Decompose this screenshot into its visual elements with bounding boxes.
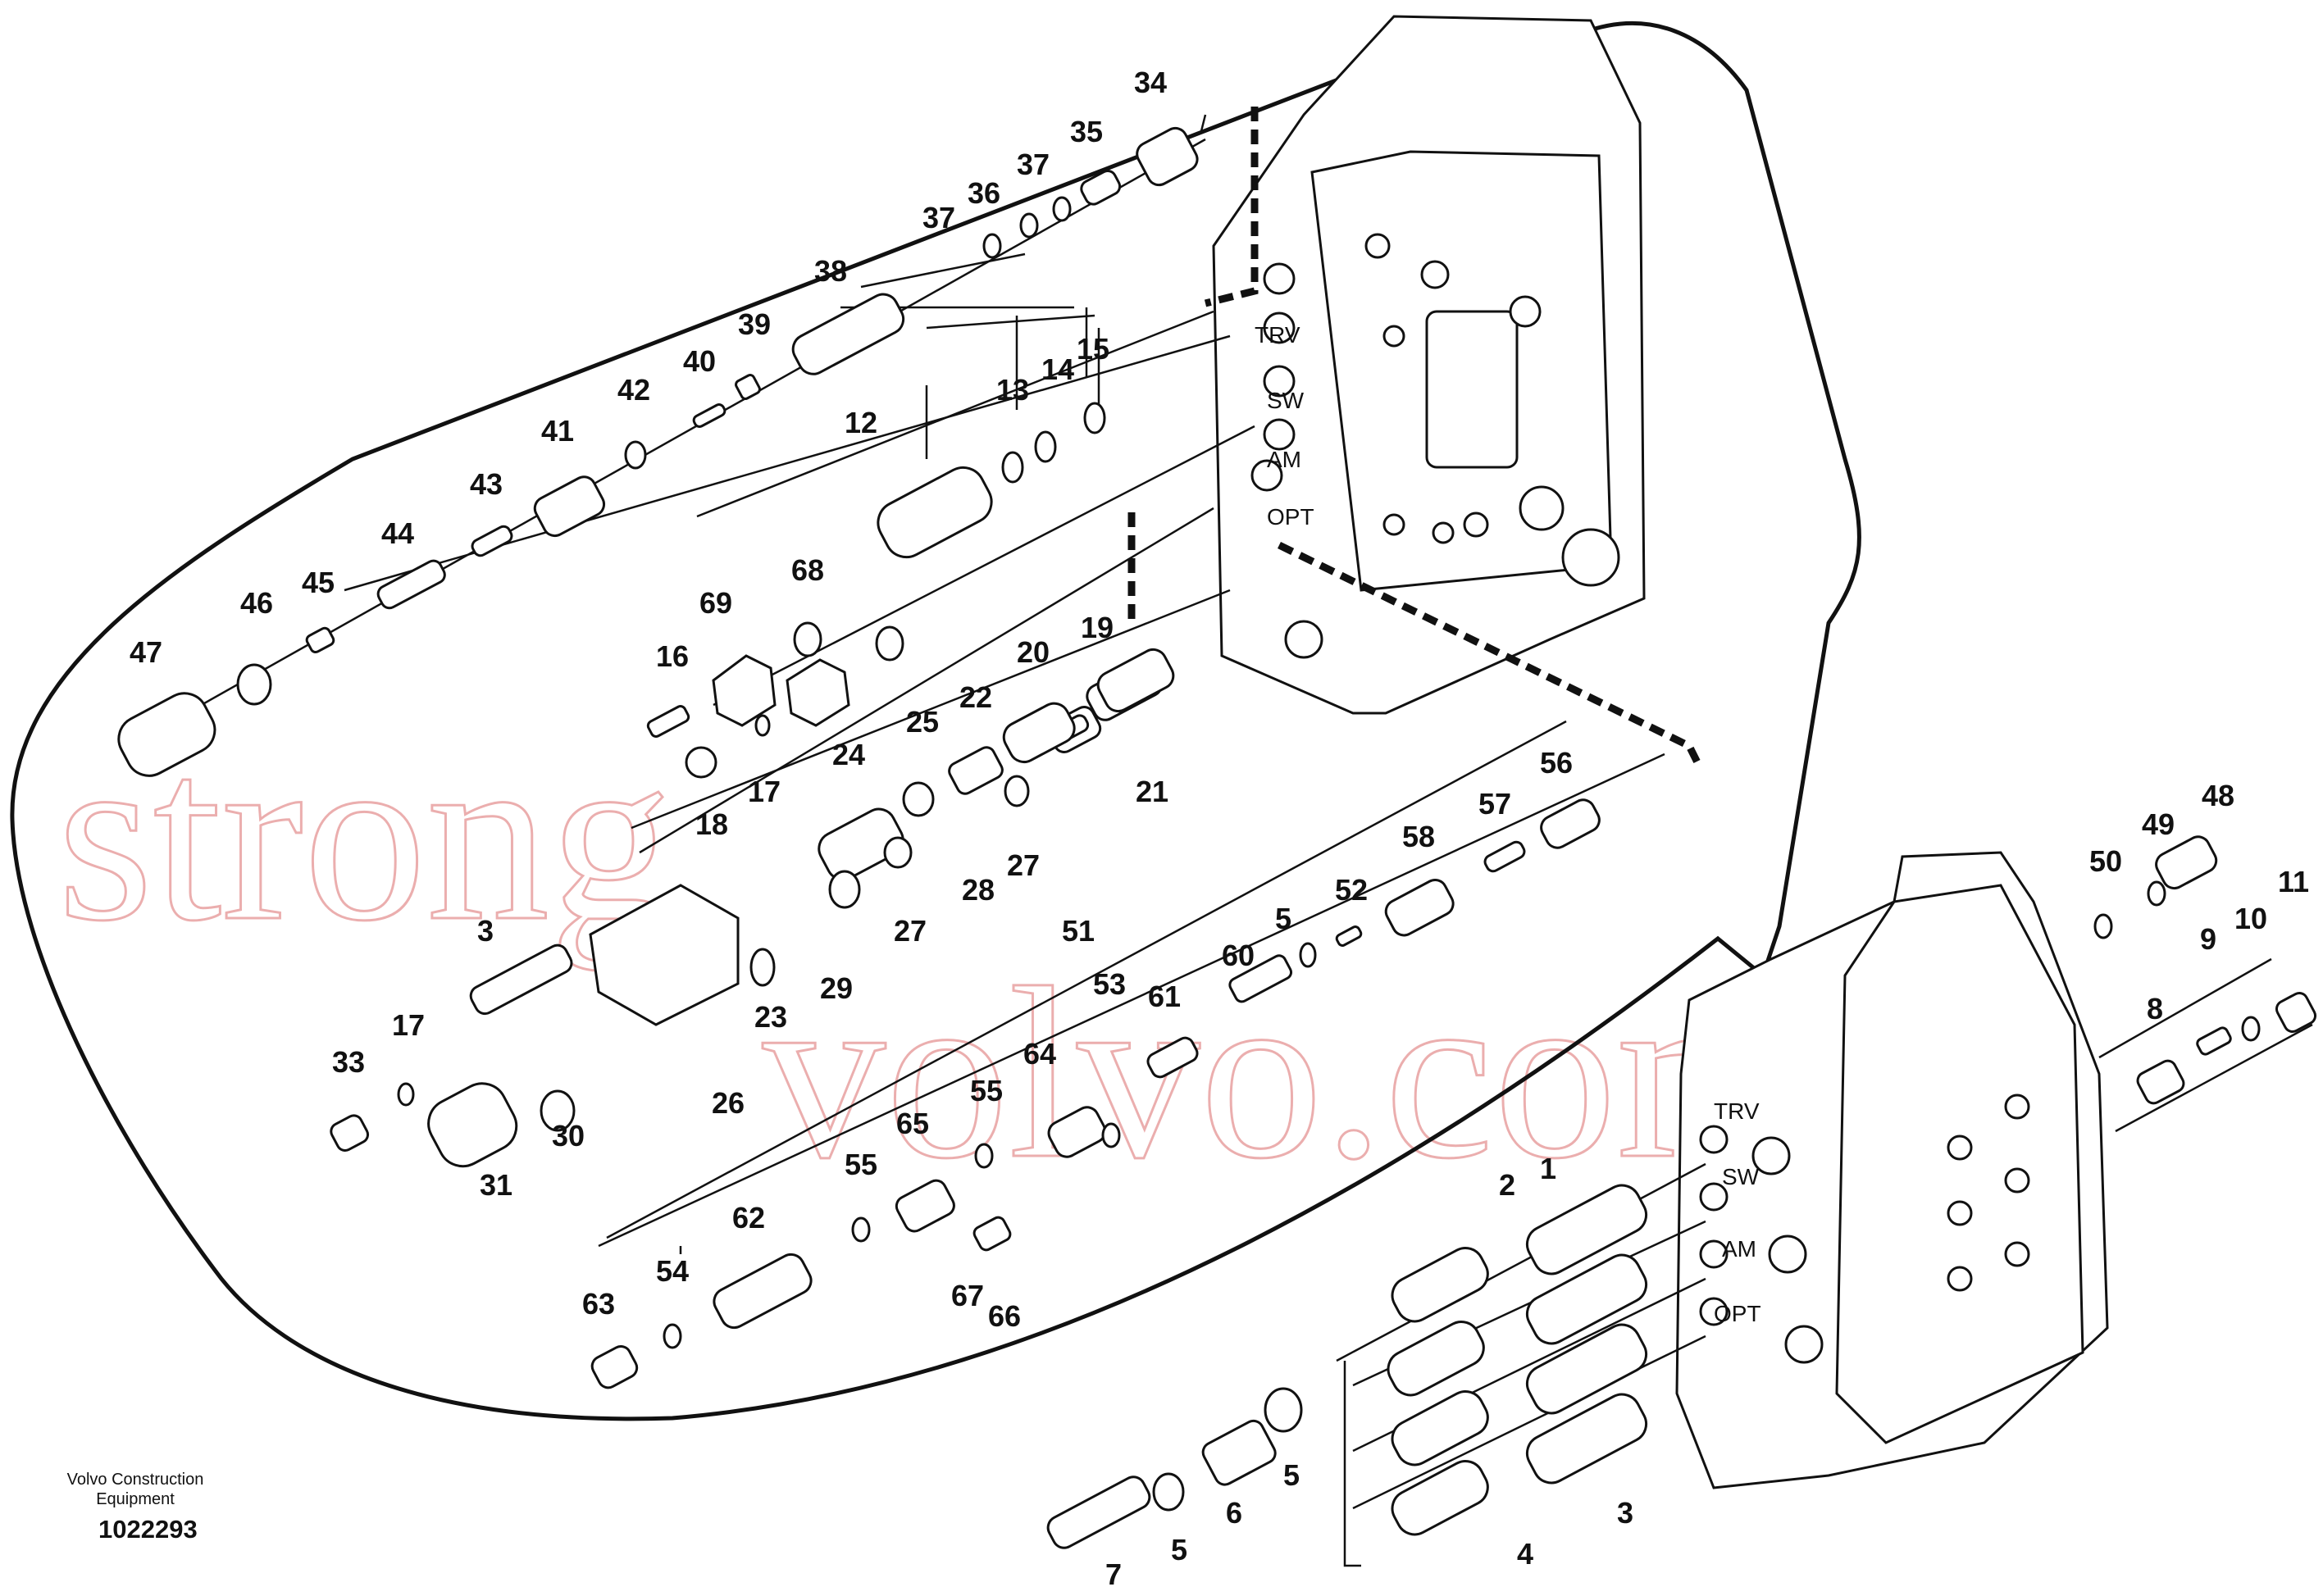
callout-21: 21 xyxy=(1136,775,1168,808)
callout-36: 36 xyxy=(968,176,1000,210)
lower-port-label-opt: OPT xyxy=(1714,1301,1761,1326)
callout-28: 28 xyxy=(962,873,995,907)
callout-37-a: 37 xyxy=(1017,148,1050,181)
callout-65: 65 xyxy=(896,1107,929,1140)
callout-67: 67 xyxy=(951,1279,984,1312)
parts xyxy=(117,126,2317,1549)
callout-5-b: 5 xyxy=(1171,1533,1187,1566)
callout-63: 63 xyxy=(582,1287,615,1321)
callout-61: 61 xyxy=(1148,980,1181,1013)
watermark-line-2: volvo.com xyxy=(763,937,1808,1209)
callout-5-a: 5 xyxy=(1283,1458,1300,1492)
callout-44: 44 xyxy=(381,516,414,550)
callout-10: 10 xyxy=(2234,902,2267,935)
callout-30: 30 xyxy=(552,1119,585,1153)
callout-31: 31 xyxy=(480,1168,512,1202)
callout-6: 6 xyxy=(1226,1496,1242,1530)
callout-8: 8 xyxy=(2147,992,2163,1025)
dashed-connections xyxy=(1127,107,1701,765)
upper-valve-block: TRV SW AM OPT xyxy=(1212,15,1646,715)
lower-valve-block: TRV SW AM OPT xyxy=(1675,851,2109,1489)
callout-62: 62 xyxy=(732,1201,765,1235)
callout-53: 53 xyxy=(1093,967,1126,1001)
upper-port-label-sw: SW xyxy=(1267,388,1305,413)
callout-12: 12 xyxy=(845,406,877,439)
callout-4: 4 xyxy=(1517,1537,1533,1571)
callout-49: 49 xyxy=(2142,807,2175,841)
lower-port-label-sw: SW xyxy=(1722,1164,1760,1189)
callout-35: 35 xyxy=(1070,115,1103,148)
detail-view-outline xyxy=(10,20,1861,1421)
callout-17-a: 17 xyxy=(748,775,781,808)
callout-51: 51 xyxy=(1062,914,1095,948)
callout-29: 29 xyxy=(820,971,853,1005)
callout-69: 69 xyxy=(699,586,732,620)
callout-34: 34 xyxy=(1134,66,1167,99)
callout-60: 60 xyxy=(1222,939,1255,972)
callout-38: 38 xyxy=(814,254,847,288)
upper-port-label-opt: OPT xyxy=(1267,504,1314,530)
upper-port-label-am: AM xyxy=(1267,447,1301,472)
callout-68: 68 xyxy=(791,553,824,587)
callout-39: 39 xyxy=(738,307,771,341)
callout-47: 47 xyxy=(130,635,162,669)
callout-18: 18 xyxy=(695,807,728,841)
footer-company-line-2: Equipment xyxy=(96,1490,175,1508)
callout-66: 66 xyxy=(988,1299,1021,1333)
callout-1: 1 xyxy=(1540,1152,1556,1185)
callout-19: 19 xyxy=(1081,611,1114,644)
callout-56: 56 xyxy=(1540,746,1573,780)
callout-43: 43 xyxy=(470,467,503,501)
callout-9: 9 xyxy=(2200,922,2216,956)
callout-25: 25 xyxy=(906,705,939,739)
callout-3: 3 xyxy=(1617,1496,1633,1530)
callout-5-c: 5 xyxy=(1275,902,1291,935)
upper-port-label-trv: TRV xyxy=(1255,322,1300,348)
callout-54: 54 xyxy=(656,1254,689,1288)
callout-24: 24 xyxy=(832,738,865,771)
callout-46: 46 xyxy=(240,586,273,620)
callout-40: 40 xyxy=(683,344,716,378)
callout-labels: 1 2 3 4 5 5 6 7 8 9 10 11 12 13 14 15 16… xyxy=(130,66,2309,1591)
callout-23: 23 xyxy=(754,1000,787,1034)
callout-37-b: 37 xyxy=(922,201,955,234)
callout-15: 15 xyxy=(1077,332,1109,366)
callout-14: 14 xyxy=(1041,352,1074,386)
callout-45: 45 xyxy=(302,566,335,599)
callout-11: 11 xyxy=(2278,865,2309,898)
callout-41: 41 xyxy=(541,414,574,448)
footer-company-label: Volvo Construction Equipment xyxy=(41,1470,230,1509)
callout-17-b: 17 xyxy=(392,1008,425,1042)
callout-27-b: 27 xyxy=(894,914,927,948)
callout-20: 20 xyxy=(1017,635,1050,669)
callout-55-b: 55 xyxy=(845,1148,877,1181)
callout-2: 2 xyxy=(1499,1168,1515,1202)
callout-16: 16 xyxy=(656,639,689,673)
callout-42: 42 xyxy=(617,373,650,407)
callout-3-b: 3 xyxy=(477,914,494,948)
lower-port-label-am: AM xyxy=(1722,1236,1756,1262)
callout-22: 22 xyxy=(959,680,992,714)
callout-26: 26 xyxy=(712,1086,745,1120)
watermark: strong volvo.com xyxy=(57,698,1810,1211)
lower-port-label-trv: TRV xyxy=(1714,1098,1760,1124)
callout-58: 58 xyxy=(1402,820,1435,853)
footer-company-line-1: Volvo Construction xyxy=(66,1471,204,1489)
callout-13: 13 xyxy=(996,373,1029,407)
callout-50: 50 xyxy=(2089,844,2122,878)
callout-57: 57 xyxy=(1478,787,1511,821)
callout-64: 64 xyxy=(1023,1037,1056,1071)
callout-33: 33 xyxy=(332,1045,365,1079)
callout-48: 48 xyxy=(2202,779,2234,812)
callout-52: 52 xyxy=(1335,873,1368,907)
callout-55-a: 55 xyxy=(970,1074,1003,1107)
callout-27-a: 27 xyxy=(1007,848,1040,882)
callout-7: 7 xyxy=(1105,1557,1122,1591)
drawing-number: 1022293 xyxy=(98,1515,198,1544)
